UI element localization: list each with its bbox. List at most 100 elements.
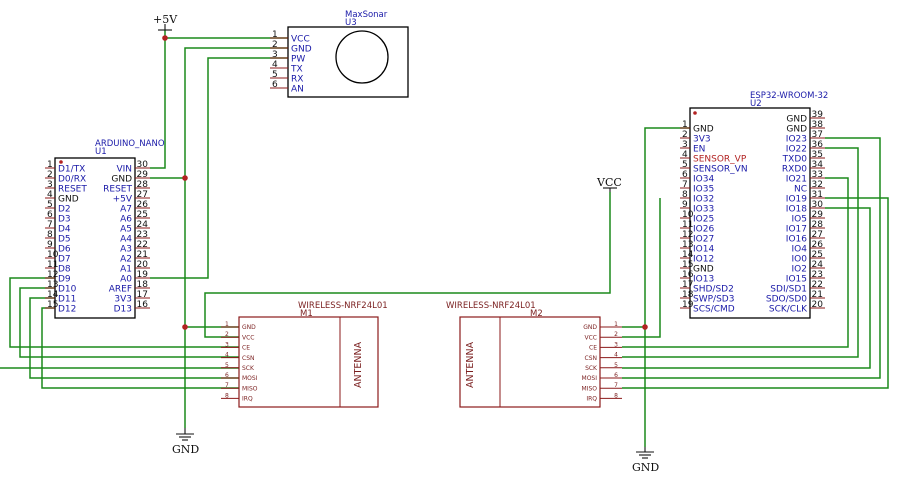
pin-name: IO16 [786,235,807,245]
pin-name: IO4 [792,245,808,255]
pin-number: 27 [137,190,148,200]
pin-name: SCK/CLK [769,305,808,315]
pin-number: 26 [137,200,149,210]
pin-number: 27 [812,230,823,240]
pin-number: 6 [272,80,278,90]
pin-number: 16 [682,270,694,280]
pin-number: 24 [812,260,824,270]
pin-name: IRQ [242,396,253,403]
pin-number: 3 [225,341,229,348]
pin-number: 32 [812,180,823,190]
pin-name: A4 [120,235,132,245]
pin-name: D11 [58,295,76,305]
pin-name: SDO/SD0 [766,295,807,305]
maxsonar-ref: U3 [345,18,357,28]
pin-number: 5 [225,362,229,369]
pin-number: 36 [812,140,824,150]
pin-number: 23 [137,230,148,240]
pin-name: MOSI [582,375,598,382]
pin-number: 6 [225,372,229,379]
pin-number: 28 [812,220,824,230]
pin-number: 7 [47,220,53,230]
pin-number: 8 [47,230,53,240]
pin-name: GND [58,195,79,205]
pin-number: 3 [272,50,278,60]
pin-name: D1/TX [58,165,85,175]
pin-name: IO35 [693,185,714,195]
pin-name: 3V3 [114,295,132,305]
pin-name: AN [291,85,304,95]
arduino-title: ARDUINO_NANO [95,139,165,149]
wire-d10-csn [19,287,239,358]
pin-name: IO13 [693,275,714,285]
pin-number: 7 [614,382,618,389]
pin-number: 2 [272,40,278,50]
pin-number: 21 [812,290,823,300]
pin-name: EN [693,145,705,155]
pin-number: 29 [137,170,149,180]
pin-name: +5V [113,195,133,205]
pin-number: 1 [614,321,618,328]
junctions [162,35,648,330]
ground-label-right: GND [632,461,659,474]
pin-name: GND [242,324,256,331]
radio2-antenna-label: ANTENNA [465,341,476,388]
pin-name: IO2 [792,265,807,275]
pin-number: 2 [614,331,618,338]
pin-number: 8 [614,392,618,399]
pin-name: D4 [58,225,71,235]
pin-number: 13 [47,280,58,290]
pin-name: IO0 [792,255,808,265]
pin-number: 18 [137,280,149,290]
ground-label-left: GND [172,443,199,456]
pin-number: 14 [682,250,694,260]
pin-name: A2 [120,255,132,265]
pin-name: IO33 [693,205,714,215]
pin-name: IO17 [786,225,807,235]
pin-number: 8 [225,392,229,399]
wire-io19-miso [622,197,889,389]
pin-name: A5 [120,225,132,235]
pin-number: 6 [614,372,618,379]
pin-name: D7 [58,255,71,265]
pin-number: 21 [137,250,148,260]
wire-io22-csn [622,147,859,358]
junction-5v [162,35,168,41]
pin-number: 7 [225,382,229,389]
pin-name: D5 [58,235,71,245]
pin-number: 4 [272,60,278,70]
pin-number: 34 [812,160,824,170]
wire-io18-sck [622,207,871,369]
pin-name: D6 [58,245,71,255]
pin-name: VCC [291,35,310,45]
pin-name: SCK [585,365,598,372]
pin-6: 6 MOSI [582,372,622,382]
ground-symbol-left: GND [172,428,199,456]
wire-io21-ce [622,177,849,348]
